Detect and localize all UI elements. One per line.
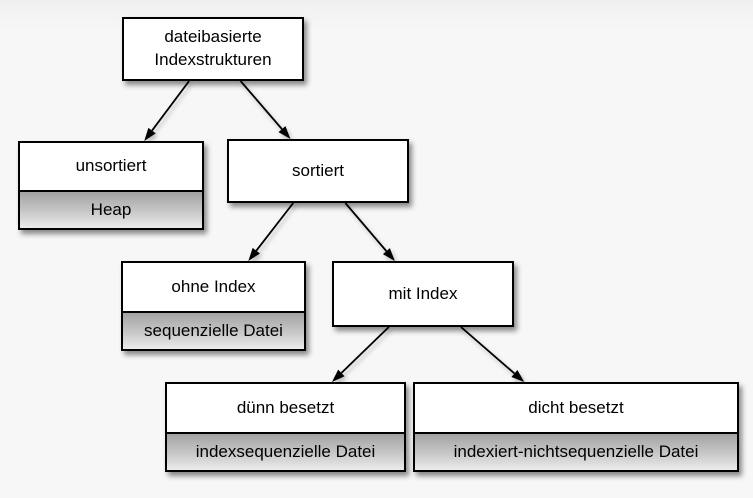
node-label: dicht besetzt bbox=[528, 397, 624, 417]
node-sublabel-band: sequenzielle Datei bbox=[123, 311, 304, 349]
node-mit-index: mit Index bbox=[332, 261, 514, 327]
node-ohne-index: ohne Index sequenzielle Datei bbox=[121, 261, 306, 351]
node-sublabel-band: indexiert-nichtsequenzielle Datei bbox=[415, 432, 737, 470]
node-dicht-besetzt: dicht besetzt indexiert-nichtsequenziell… bbox=[413, 382, 739, 472]
node-label: sortiert bbox=[292, 160, 344, 180]
tree-edge-sortiert-ohne_index bbox=[248, 202, 294, 261]
tree-edge-mit_index-dicht bbox=[460, 326, 525, 382]
node-sortiert: sortiert bbox=[227, 139, 409, 203]
node-label: dünn besetzt bbox=[236, 397, 335, 417]
tree-edge-root-unsortiert bbox=[144, 80, 190, 141]
node-label: mit Index bbox=[388, 283, 458, 303]
node-sublabel-band: indexsequenzielle Datei bbox=[167, 432, 404, 470]
tree-edge-sortiert-mit_index bbox=[344, 202, 395, 261]
tree-edge-root-sortiert bbox=[239, 80, 291, 139]
node-dateibasierte-indexstrukturen: dateibasierte Indexstrukturen bbox=[122, 17, 304, 81]
node-sublabel-band: Heap bbox=[20, 190, 202, 228]
tree-edge-mit_index-duenn bbox=[332, 326, 390, 382]
node-label: ohne Index bbox=[171, 276, 256, 296]
node-duenn-besetzt: dünn besetzt indexsequenzielle Datei bbox=[165, 382, 406, 472]
node-label: dateibasierte Indexstrukturen bbox=[154, 27, 272, 69]
node-unsortiert: unsortiert Heap bbox=[18, 141, 204, 230]
node-label: unsortiert bbox=[75, 156, 147, 176]
